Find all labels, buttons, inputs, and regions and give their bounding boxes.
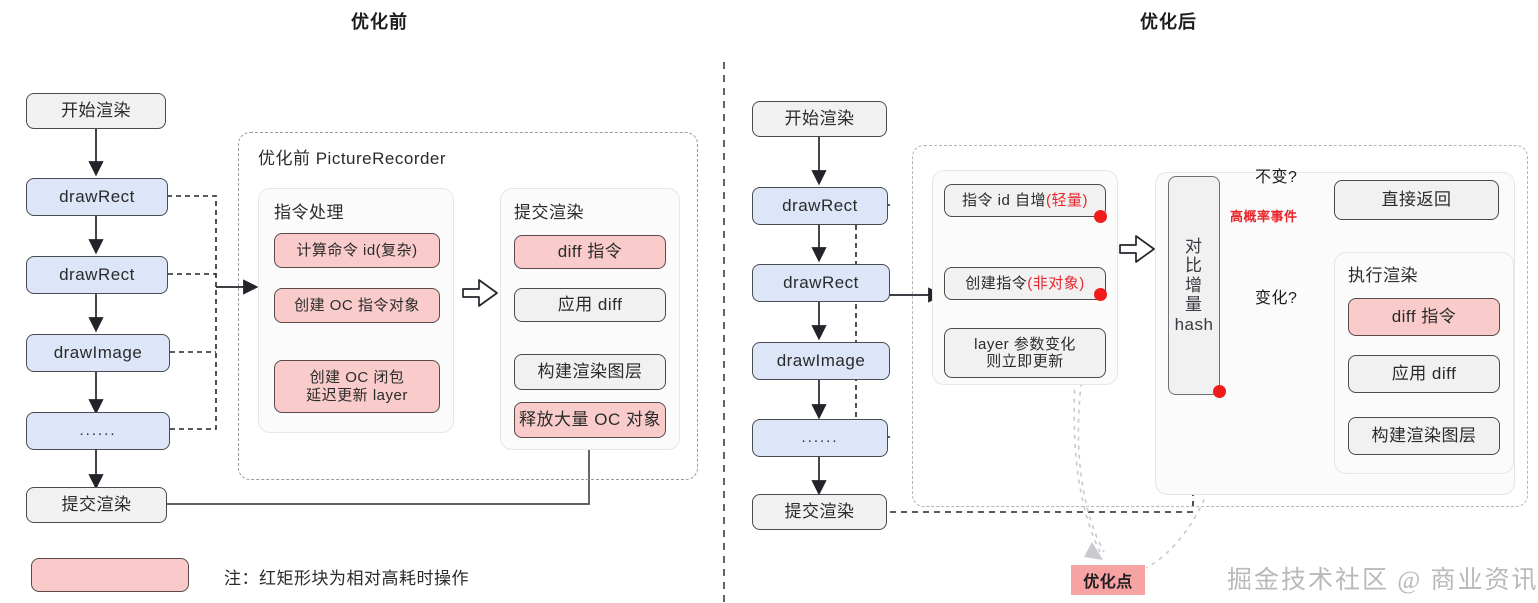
flow-node-drawrect-1-after[interactable]: drawRect <box>752 187 888 225</box>
section-title-after: 优化后 <box>1140 12 1197 32</box>
flow-node-drawrect-1-before[interactable]: drawRect <box>26 178 168 216</box>
legend-swatch-high-cost <box>31 558 189 592</box>
branch-label-changed: 变化? <box>1255 290 1298 307</box>
panel-title-instruction-processing: 指令处理 <box>274 203 344 222</box>
optimization-point-tag: 优化点 <box>1071 565 1145 595</box>
item-create-command-non-object[interactable]: 创建指令(非对象) <box>944 267 1106 300</box>
branch-label-unchanged: 不变? <box>1255 169 1298 186</box>
item-compute-command-id[interactable]: 计算命令 id(复杂) <box>274 233 440 268</box>
hash-char-3: 增 <box>1185 275 1203 295</box>
hot-dot-create-command <box>1094 288 1107 301</box>
flow-node-submit-render-before[interactable]: 提交渲染 <box>26 487 167 523</box>
panel-title-execute-render: 执行渲染 <box>1348 266 1418 285</box>
item-diff-command-after[interactable]: diff 指令 <box>1348 298 1500 336</box>
section-title-before: 优化前 <box>351 12 408 32</box>
node-direct-return[interactable]: 直接返回 <box>1334 180 1499 220</box>
flow-node-start-render-before[interactable]: 开始渲染 <box>26 93 166 129</box>
flow-node-ellipsis-after[interactable]: ...... <box>752 419 888 457</box>
group-title-picture-recorder: 优化前 PictureRecorder <box>258 149 447 168</box>
flow-node-ellipsis-before[interactable]: ...... <box>26 412 170 450</box>
group-picture-recorder-before <box>238 132 698 480</box>
watermark: 掘金技术社区 @ 商业资讯 <box>1227 567 1538 594</box>
flow-node-drawrect-2-after[interactable]: drawRect <box>752 264 890 302</box>
hot-dot-command-id <box>1094 210 1107 223</box>
item-command-id-increment-prefix: 指令 id 自增 <box>961 191 1046 209</box>
item-create-oc-command-object[interactable]: 创建 OC 指令对象 <box>274 288 440 323</box>
hot-dot-hash <box>1213 385 1226 398</box>
item-apply-diff-after[interactable]: 应用 diff <box>1348 355 1500 393</box>
item-build-render-layer-before[interactable]: 构建渲染图层 <box>514 354 666 390</box>
item-command-id-increment[interactable]: 指令 id 自增(轻量) <box>944 184 1106 217</box>
item-command-id-increment-emphasis: (轻量) <box>1046 191 1088 209</box>
item-apply-diff-before[interactable]: 应用 diff <box>514 288 666 322</box>
branch-note-high-probability: 高概率事件 <box>1230 209 1298 224</box>
node-compare-incremental-hash[interactable]: 对 比 增 量 hash <box>1168 176 1220 395</box>
hash-char-4: 量 <box>1185 295 1203 315</box>
panel-title-submit-render-before: 提交渲染 <box>514 203 584 222</box>
item-build-render-layer-after[interactable]: 构建渲染图层 <box>1348 417 1500 455</box>
flow-node-submit-render-after[interactable]: 提交渲染 <box>752 494 887 530</box>
item-create-command-prefix: 创建指令 <box>965 274 1028 292</box>
item-release-oc-objects[interactable]: 释放大量 OC 对象 <box>514 402 666 438</box>
flow-node-drawimage-before[interactable]: drawImage <box>26 334 170 372</box>
item-create-oc-closure-delay-layer[interactable]: 创建 OC 闭包 延迟更新 layer <box>274 360 440 413</box>
flow-node-drawrect-2-before[interactable]: drawRect <box>26 256 168 294</box>
item-diff-command-before[interactable]: diff 指令 <box>514 235 666 269</box>
legend-note: 注：红矩形块为相对高耗时操作 <box>224 569 469 588</box>
flow-node-start-render-after[interactable]: 开始渲染 <box>752 101 887 137</box>
item-create-command-emphasis: (非对象) <box>1027 274 1085 292</box>
item-layer-param-update[interactable]: layer 参数变化 则立即更新 <box>944 328 1106 378</box>
hash-label-latin: hash <box>1174 314 1214 334</box>
hash-char-2: 比 <box>1185 256 1203 276</box>
group-optimized-recorder-after <box>912 145 1528 507</box>
hash-char-1: 对 <box>1185 236 1203 256</box>
flow-node-drawimage-after[interactable]: drawImage <box>752 342 890 380</box>
